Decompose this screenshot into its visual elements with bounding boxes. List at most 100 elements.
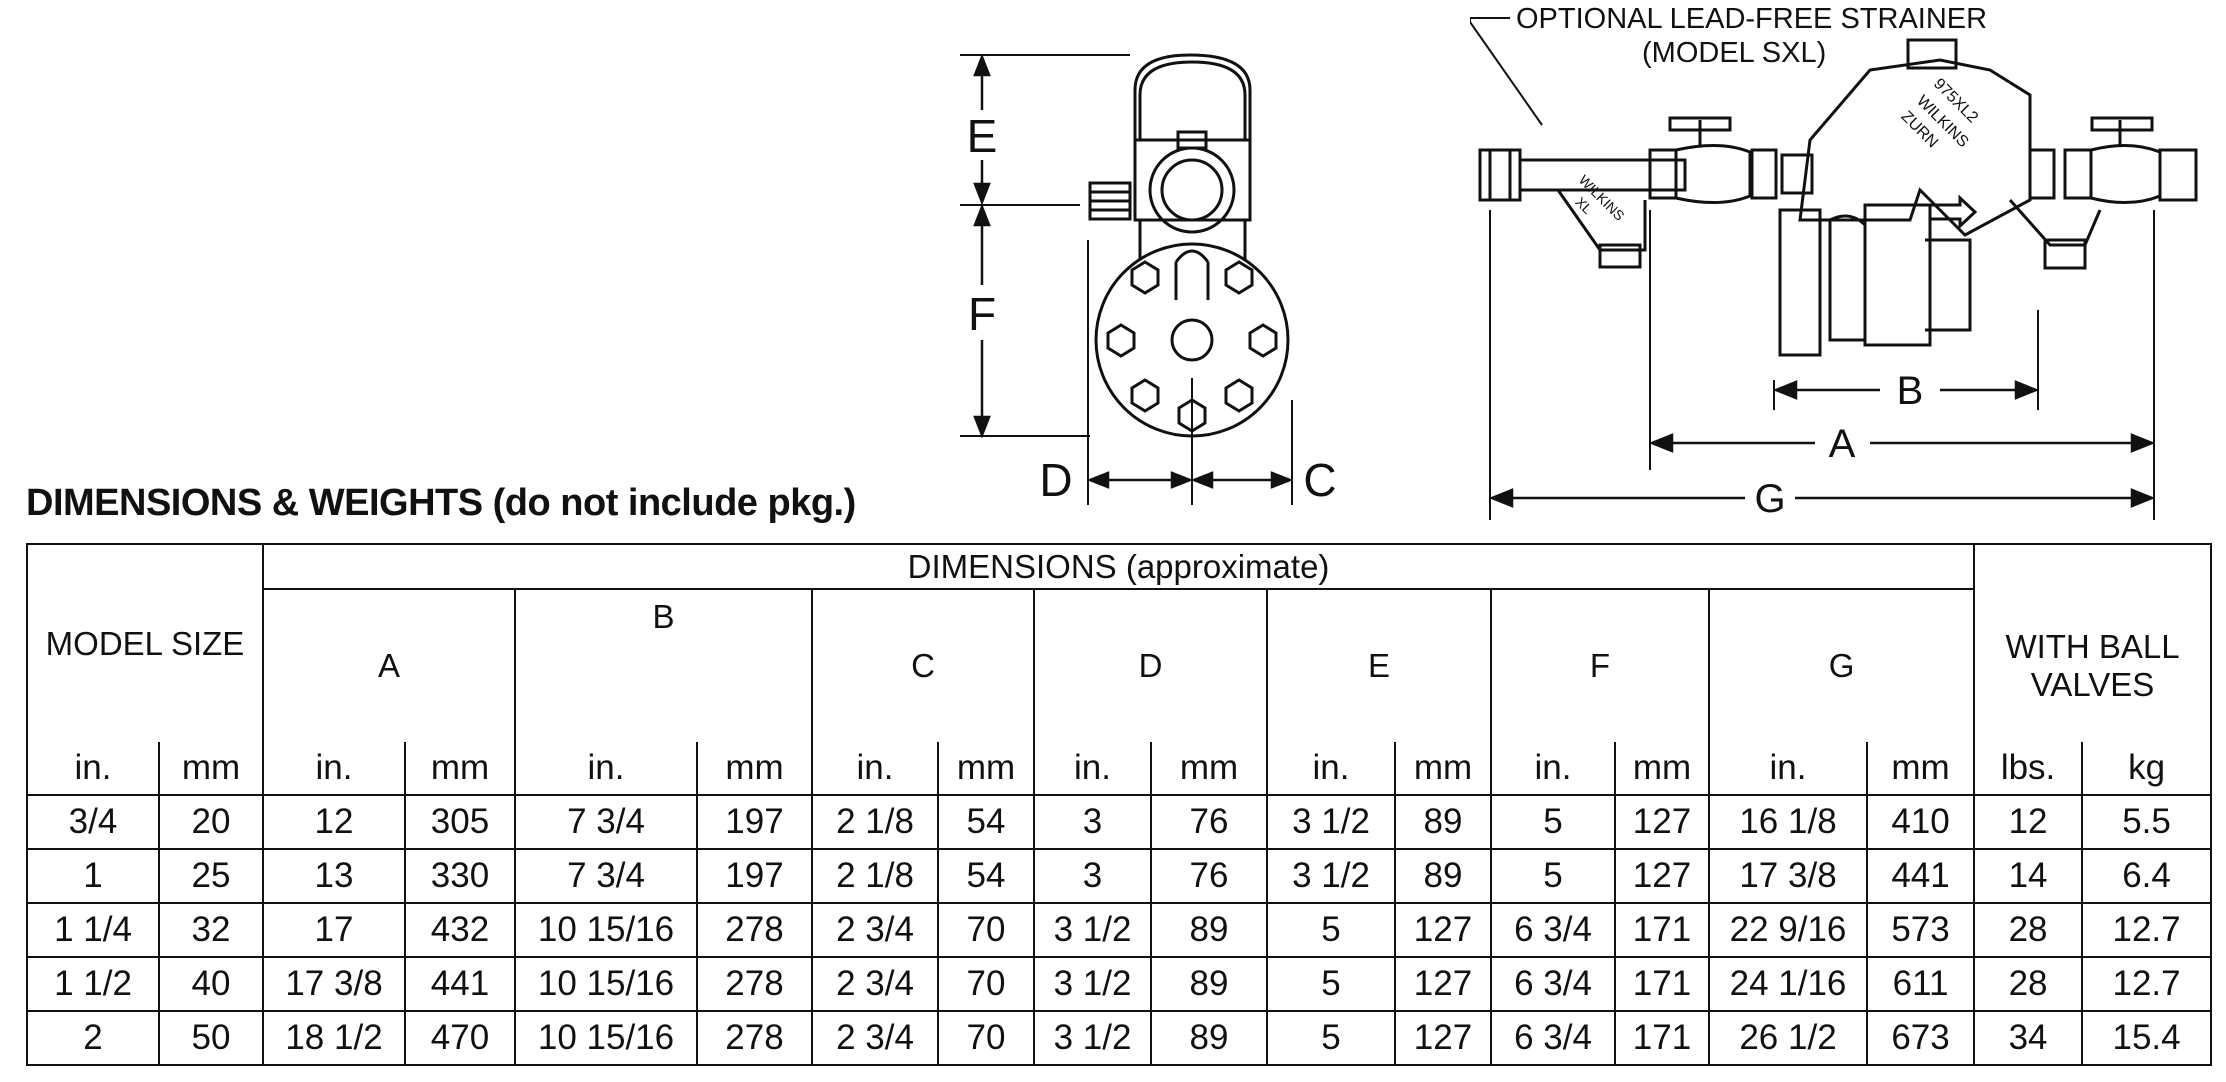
table-cell: 6.4 bbox=[2081, 848, 2213, 904]
unit-header-cell: in. bbox=[262, 742, 406, 796]
table-cell: 3 1/2 bbox=[1266, 848, 1396, 904]
table-cell: 432 bbox=[404, 902, 516, 958]
table-cell: 2 1/8 bbox=[811, 848, 939, 904]
table-cell: 5 bbox=[1490, 794, 1616, 850]
table-cell: 3/4 bbox=[26, 794, 160, 850]
side-label-e: E bbox=[967, 110, 998, 162]
dim-letter-f: F bbox=[1490, 588, 1710, 742]
unit-header-cell: in. bbox=[1033, 742, 1152, 796]
side-label-c: C bbox=[1303, 454, 1336, 506]
unit-header-cell: in. bbox=[1266, 742, 1396, 796]
table-cell: 5 bbox=[1266, 902, 1396, 958]
table-cell: 5 bbox=[1266, 1010, 1396, 1066]
table-cell: 3 1/2 bbox=[1033, 902, 1152, 958]
table-cell: 26 1/2 bbox=[1708, 1010, 1868, 1066]
side-label-f: F bbox=[968, 288, 996, 340]
table-cell: 24 1/16 bbox=[1708, 956, 1868, 1012]
table-cell: 89 bbox=[1150, 956, 1268, 1012]
table-cell: 12.7 bbox=[2081, 956, 2213, 1012]
table-cell: 28 bbox=[1973, 956, 2084, 1012]
table-cell: 89 bbox=[1394, 848, 1492, 904]
table-cell: 7 3/4 bbox=[514, 794, 698, 850]
table-cell: 54 bbox=[937, 848, 1035, 904]
table-cell: 127 bbox=[1394, 1010, 1492, 1066]
dim-letter-d: D bbox=[1033, 588, 1268, 742]
table-cell: 441 bbox=[1865, 848, 1976, 904]
table-cell: 127 bbox=[1614, 848, 1710, 904]
unit-header-cell: mm bbox=[1865, 742, 1976, 796]
table-cell: 171 bbox=[1614, 1010, 1710, 1066]
table-cell: 17 3/8 bbox=[262, 956, 406, 1012]
table-cell: 673 bbox=[1865, 1010, 1976, 1066]
table-cell: 573 bbox=[1865, 902, 1976, 958]
unit-header-cell: mm bbox=[696, 742, 813, 796]
table-cell: 278 bbox=[696, 956, 813, 1012]
table-cell: 12 bbox=[1973, 794, 2084, 850]
table-cell: 28 bbox=[1973, 902, 2084, 958]
table-cell: 3 1/2 bbox=[1266, 794, 1396, 850]
unit-header-cell: in. bbox=[1708, 742, 1868, 796]
ball-valves-spacer bbox=[1973, 543, 2213, 589]
table-cell: 17 3/8 bbox=[1708, 848, 1868, 904]
front-label-b: B bbox=[1897, 369, 1924, 413]
front-view-drawing: OPTIONAL LEAD-FREE STRAINER (MODEL SXL) bbox=[1470, 3, 2198, 521]
table-cell: 197 bbox=[696, 794, 813, 850]
table-cell: 3 1/2 bbox=[1033, 956, 1152, 1012]
table-cell: 278 bbox=[696, 902, 813, 958]
table-cell: 10 15/16 bbox=[514, 1010, 698, 1066]
table-cell: 5.5 bbox=[2081, 794, 2213, 850]
table-cell: 70 bbox=[937, 956, 1035, 1012]
table-cell: 76 bbox=[1150, 794, 1268, 850]
table-cell: 278 bbox=[696, 1010, 813, 1066]
table-cell: 18 1/2 bbox=[262, 1010, 406, 1066]
table-cell: 25 bbox=[158, 848, 264, 904]
unit-header-cell: in. bbox=[514, 742, 698, 796]
table-cell: 22 9/16 bbox=[1708, 902, 1868, 958]
table-cell: 5 bbox=[1490, 848, 1616, 904]
table-cell: 1 1/4 bbox=[26, 902, 160, 958]
table-cell: 10 15/16 bbox=[514, 956, 698, 1012]
dimensions-group-header: DIMENSIONS (approximate) bbox=[261, 543, 1976, 590]
table-cell: 127 bbox=[1614, 794, 1710, 850]
dim-letter-g: G bbox=[1707, 588, 1976, 742]
front-label-g: G bbox=[1754, 477, 1785, 521]
table-cell: 3 bbox=[1033, 794, 1152, 850]
table-cell: 20 bbox=[158, 794, 264, 850]
table-cell: 13 bbox=[262, 848, 406, 904]
table-cell: 197 bbox=[696, 848, 813, 904]
table-cell: 127 bbox=[1394, 902, 1492, 958]
ball-valves-header: WITH BALL VALVES bbox=[1973, 589, 2213, 742]
side-view-drawing: E F D C bbox=[960, 53, 1337, 506]
strainer-callout-line1: OPTIONAL LEAD-FREE STRAINER bbox=[1516, 3, 1987, 35]
table-cell: 16 1/8 bbox=[1708, 794, 1868, 850]
table-cell: 50 bbox=[158, 1010, 264, 1066]
dim-letter-b: B bbox=[514, 588, 813, 742]
table-cell: 5 bbox=[1266, 956, 1396, 1012]
table-cell: 12 bbox=[262, 794, 406, 850]
table-cell: 2 3/4 bbox=[811, 1010, 939, 1066]
table-cell: 171 bbox=[1614, 902, 1710, 958]
unit-header-cell: mm bbox=[158, 742, 264, 796]
table-cell: 611 bbox=[1865, 956, 1976, 1012]
front-label-a: A bbox=[1829, 422, 1856, 466]
table-cell: 89 bbox=[1150, 902, 1268, 958]
table-cell: 15.4 bbox=[2081, 1010, 2213, 1066]
table-cell: 305 bbox=[404, 794, 516, 850]
table-cell: 89 bbox=[1150, 1010, 1268, 1066]
table-cell: 40 bbox=[158, 956, 264, 1012]
table-cell: 54 bbox=[937, 794, 1035, 850]
table-cell: 70 bbox=[937, 902, 1035, 958]
table-cell: 171 bbox=[1614, 956, 1710, 1012]
unit-header-cell: mm bbox=[1150, 742, 1268, 796]
table-cell: 14 bbox=[1973, 848, 2084, 904]
table-heading: DIMENSIONS & WEIGHTS (do not include pkg… bbox=[26, 482, 856, 525]
unit-header-cell: in. bbox=[1490, 742, 1616, 796]
table-cell: 330 bbox=[404, 848, 516, 904]
table-cell: 12.7 bbox=[2081, 902, 2213, 958]
